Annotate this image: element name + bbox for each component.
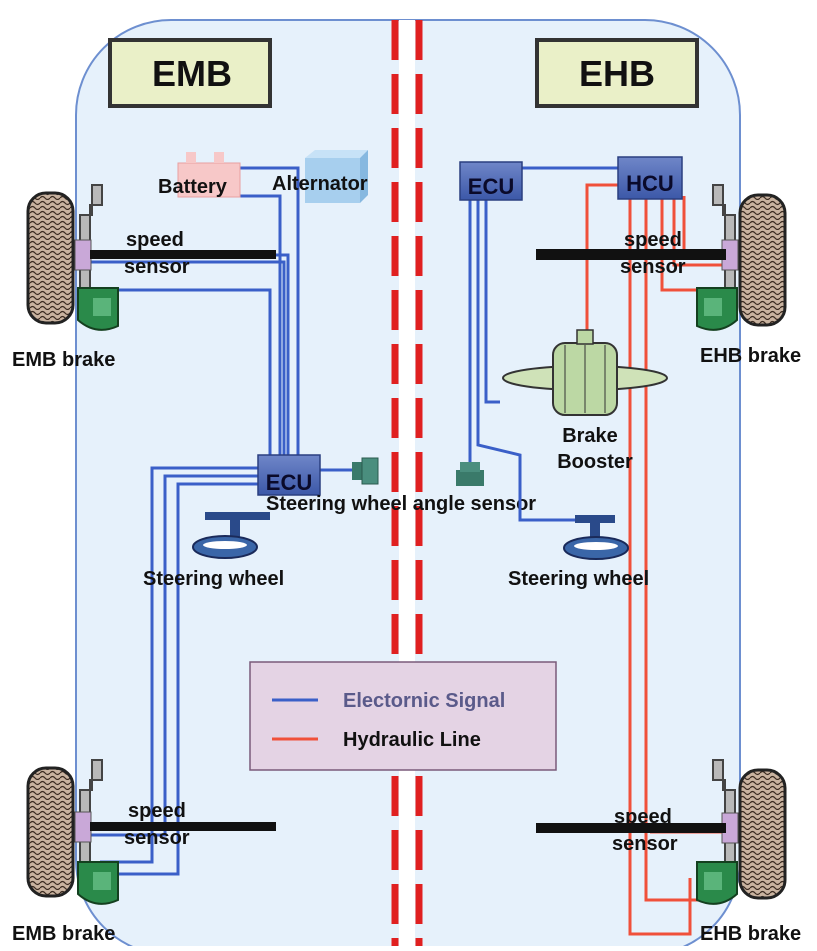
emb-bottom-wheel [26, 759, 119, 905]
ehb-top-brake-label: EHB brake [700, 345, 801, 367]
emb-steering-wheel-icon [192, 512, 270, 559]
battery-icon [177, 152, 241, 198]
ehb-top-axle [536, 249, 726, 260]
ehb-bottom-speed-label: speed [614, 806, 672, 828]
emb-top-axle [90, 250, 276, 259]
emb-steering-wheel-label: Steering wheel [143, 568, 284, 590]
battery-label: Battery [158, 176, 228, 198]
pedal-sensor-connector-icon [456, 462, 484, 486]
ehb-ecu-box [459, 161, 523, 201]
ehb-top-sensor-label: sensor [620, 256, 686, 278]
steering-sensor-label: Steering wheel angle sensor [266, 493, 536, 515]
emb-top-wheel [26, 184, 119, 331]
ehb-bottom-wheel [696, 759, 787, 905]
center-divider-gap [399, 20, 415, 946]
steering-sensor-connector-icon [352, 457, 379, 485]
brake-booster-icon [502, 329, 668, 416]
ehb-steering-wheel-label: Steering wheel [508, 568, 649, 590]
emb-bottom-speed-label: speed [128, 800, 186, 822]
emb-top-sensor-label: sensor [124, 256, 190, 278]
brake-booster-label-1: Brake [562, 425, 618, 447]
emb-bottom-axle [90, 822, 276, 831]
emb-bottom-sensor-label: sensor [124, 827, 190, 849]
ehb-steering-wheel-icon [563, 515, 629, 560]
emb-top-brake-label: EMB brake [12, 349, 115, 371]
emb-top-speed-label: speed [126, 229, 184, 251]
ehb-ecu-label: ECU [468, 174, 514, 199]
emb-ecu-box [257, 454, 321, 496]
ehb-top-speed-label: speed [624, 229, 682, 251]
emb-bottom-brake-label: EMB brake [12, 923, 115, 945]
ehb-bottom-sensor-label: sensor [612, 833, 678, 855]
emb-title-box [108, 38, 272, 108]
brake-booster-label-2: Booster [557, 451, 633, 473]
emb-title: EMB [152, 53, 232, 94]
alternator-label: Alternator [272, 173, 368, 195]
ehb-bottom-axle [536, 823, 726, 833]
hcu-label: HCU [626, 171, 674, 196]
ehb-title: EHB [579, 53, 655, 94]
alternator-icon [305, 150, 368, 203]
ehb-title-box [535, 38, 699, 108]
emb-ecu-label: ECU [266, 470, 312, 495]
ehb-top-wheel [696, 184, 787, 331]
hcu-box [617, 156, 683, 200]
legend-hydraulic-label: Hydraulic Line [343, 729, 481, 751]
ehb-bottom-brake-label: EHB brake [700, 923, 801, 945]
legend-box [249, 661, 557, 771]
legend-signal-label: Electornic Signal [343, 690, 505, 712]
